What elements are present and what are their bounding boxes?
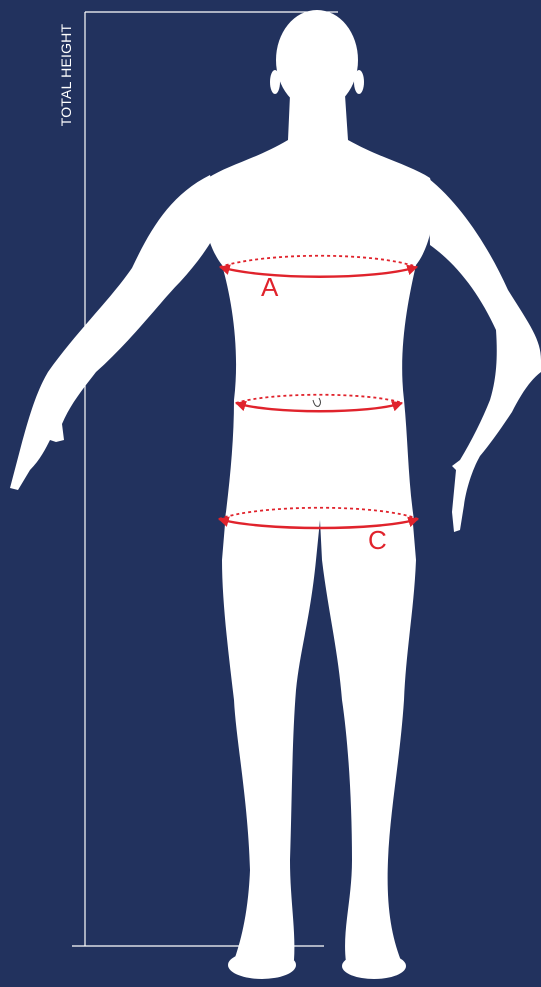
left-ear [270,70,280,94]
right-arm [428,178,541,532]
left-foot [228,951,296,979]
measure-c-label: C [368,527,387,553]
left-arm [10,175,222,490]
torso [204,95,434,520]
left-leg [222,512,320,966]
right-leg [320,512,416,968]
total-height-label: TOTAL HEIGHT [58,10,74,140]
right-foot [342,953,406,979]
right-ear [354,70,364,94]
measure-a-label: A [261,274,278,300]
body-silhouette [10,10,541,979]
